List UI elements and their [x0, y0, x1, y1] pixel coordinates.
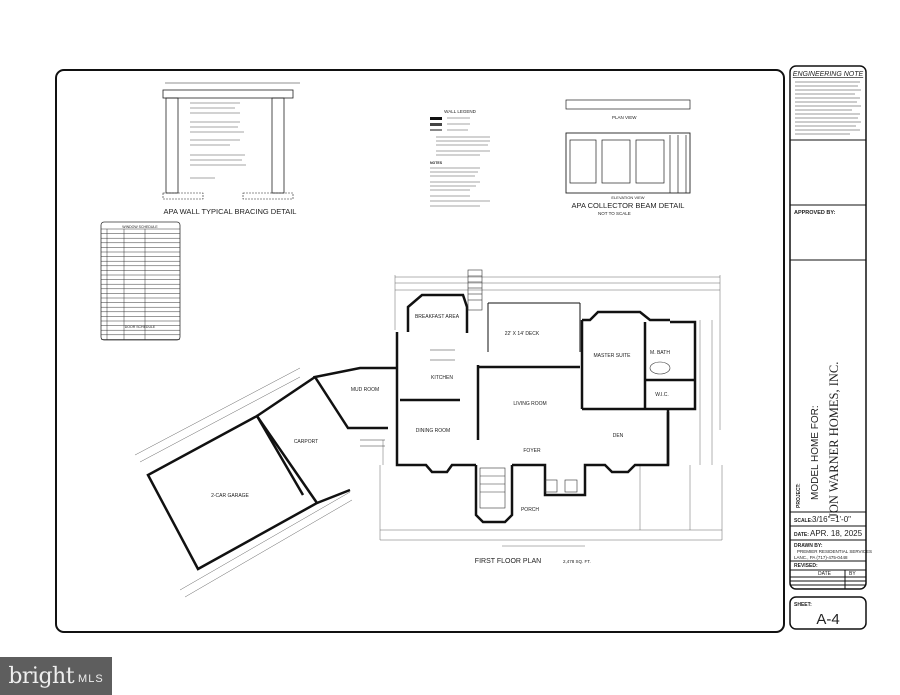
room-master-suite: MASTER SUITE	[594, 353, 632, 359]
drawn-by-label: DRAWN BY:	[794, 543, 823, 549]
room-foyer: FOYER	[523, 448, 541, 454]
scale-value: 3/16"=1'-0"	[812, 515, 851, 524]
plan-area: 2,478 SQ. FT.	[563, 559, 591, 564]
drawn-by-value: PREMIER RESIDENTIAL SERVICES	[797, 549, 872, 554]
window-schedule-title: WINDOW SCHEDULE	[122, 225, 158, 229]
room-mud-room: MUD ROOM	[351, 387, 379, 393]
room-master-bath: M. BATH	[650, 350, 670, 356]
room-living: LIVING ROOM	[513, 401, 546, 407]
sheet-number: A-4	[816, 611, 839, 628]
room-dining: DINING ROOM	[416, 428, 450, 434]
wall-legend-title: WALL LEGEND	[444, 109, 476, 114]
room-labels: BREAKFAST AREA 22' X 14' DECK KITCHEN MU…	[211, 314, 670, 513]
room-porch: PORCH	[521, 507, 539, 513]
room-breakfast: BREAKFAST AREA	[415, 314, 460, 320]
collector-beam-subtitle: NOT TO SCALE	[598, 211, 631, 216]
room-carport: CARPORT	[294, 439, 318, 445]
bracing-detail: APA WALL TYPICAL BRACING DETAIL	[162, 82, 300, 216]
first-floor-plan: BREAKFAST AREA 22' X 14' DECK KITCHEN MU…	[134, 269, 723, 598]
room-wic: W.I.C.	[655, 392, 669, 398]
date-value: APR. 18, 2025	[810, 529, 863, 538]
title-block: ENGINEERING NOTE APPROVED BY: PROJECT: M…	[789, 65, 872, 630]
wall-legend: WALL LEGEND NOTES	[430, 109, 490, 207]
revised-date-header: DATE	[818, 571, 832, 577]
stairs	[360, 269, 671, 509]
project-line1: MODEL HOME FOR:	[810, 405, 821, 500]
window-schedule: WINDOW SCHEDULE DOOR SCHEDULE	[100, 221, 181, 341]
walls	[146, 293, 697, 571]
date-label: DATE:	[794, 532, 809, 538]
sheet-border	[55, 69, 785, 633]
project-label: PROJECT:	[796, 483, 802, 508]
elevation-view-label: ELEVATION VIEW	[611, 195, 644, 200]
revised-label: REVISED:	[794, 563, 818, 569]
engineering-note-title: ENGINEERING NOTE	[793, 71, 864, 78]
room-garage: 2-CAR GARAGE	[211, 493, 249, 499]
dimension-lines	[134, 275, 723, 598]
approved-by-label: APPROVED BY:	[794, 210, 836, 216]
notes-title: NOTES	[430, 161, 443, 165]
plan-title: FIRST FLOOR PLAN	[475, 558, 541, 565]
door-schedule-title: DOOR SCHEDULE	[125, 325, 156, 329]
room-deck: 22' X 14' DECK	[505, 331, 540, 337]
bracing-detail-title: APA WALL TYPICAL BRACING DETAIL	[164, 207, 297, 216]
logo-brand: bright	[8, 663, 75, 689]
project-line2: JON WARNER HOMES, INC.	[827, 362, 841, 518]
room-kitchen: KITCHEN	[431, 375, 453, 381]
engineering-note-text	[795, 81, 861, 135]
bright-mls-logo: bright MLS	[0, 657, 112, 695]
drawn-by-contact: LANC., PA (717)-475-0448	[794, 555, 848, 560]
collector-beam-title: APA COLLECTOR BEAM DETAIL	[572, 201, 685, 210]
plan-view-label: PLAN VIEW	[612, 115, 637, 120]
revised-by-header: BY	[849, 571, 856, 577]
collector-beam-detail: PLAN VIEW ELEVATION VIEW APA COLLECTOR B…	[565, 99, 691, 216]
sheet-number-box	[789, 596, 867, 630]
room-den: DEN	[613, 433, 624, 439]
logo-suffix: MLS	[78, 673, 104, 685]
sheet-label: SHEET:	[794, 602, 812, 608]
scale-label: SCALE:	[794, 518, 813, 524]
